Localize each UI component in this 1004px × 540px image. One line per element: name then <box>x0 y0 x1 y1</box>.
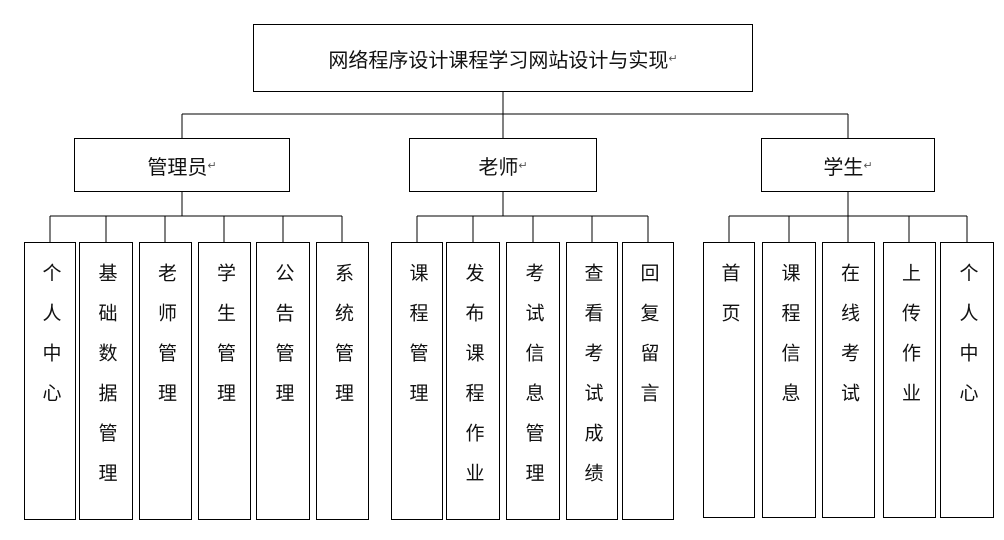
group-label: 管理员 <box>147 154 208 179</box>
group-node-admin: 管理员↵ <box>74 138 290 192</box>
leaf-label: 回复留言 <box>637 263 660 423</box>
leaf-label: 首页 <box>718 263 741 343</box>
leaf-node: 基础数据管理 <box>79 242 133 520</box>
group-node-teacher: 老师↵ <box>409 138 597 192</box>
leaf-node: 课程管理 <box>391 242 443 520</box>
leaf-label: 在线考试 <box>838 263 860 423</box>
leaf-label: 上传作业 <box>899 263 921 423</box>
group-label: 学生 <box>823 154 864 179</box>
leaf-node: 回复留言 <box>622 242 674 520</box>
paragraph-mark: ↵ <box>863 158 873 172</box>
leaf-node: 个人中心 <box>940 242 994 518</box>
leaf-label: 学生管理 <box>214 263 236 423</box>
leaf-label: 发布课程作业 <box>462 263 485 503</box>
leaf-label: 个人中心 <box>39 263 62 423</box>
leaf-label: 课程信息 <box>778 263 801 423</box>
leaf-label: 基础数据管理 <box>95 263 118 503</box>
leaf-label: 课程管理 <box>406 263 429 423</box>
group-node-student: 学生↵ <box>761 138 935 192</box>
paragraph-mark: ↵ <box>518 158 528 172</box>
leaf-node: 查看考试成绩 <box>566 242 618 520</box>
leaf-label: 系统管理 <box>332 263 354 423</box>
leaf-node: 老师管理 <box>139 242 192 520</box>
paragraph-mark: ↵ <box>207 158 217 172</box>
leaf-label: 公告管理 <box>272 263 295 423</box>
leaf-label: 考试信息管理 <box>522 263 545 503</box>
group-label: 老师 <box>478 154 519 179</box>
root-node: 网络程序设计课程学习网站设计与实现↵ <box>253 24 753 92</box>
leaf-node: 公告管理 <box>256 242 310 520</box>
leaf-label: 个人中心 <box>956 263 979 423</box>
leaf-node: 考试信息管理 <box>506 242 560 520</box>
paragraph-mark: ↵ <box>668 51 678 65</box>
leaf-node: 上传作业 <box>883 242 936 518</box>
leaf-label: 查看考试成绩 <box>581 263 604 503</box>
leaf-node: 首页 <box>703 242 755 518</box>
root-label: 网络程序设计课程学习网站设计与实现 <box>328 47 669 72</box>
leaf-node: 系统管理 <box>316 242 369 520</box>
leaf-node: 个人中心 <box>24 242 76 520</box>
leaf-node: 在线考试 <box>822 242 875 518</box>
leaf-label: 老师管理 <box>155 263 177 423</box>
leaf-node: 学生管理 <box>198 242 251 520</box>
leaf-node: 课程信息 <box>762 242 816 518</box>
leaf-node: 发布课程作业 <box>446 242 500 520</box>
